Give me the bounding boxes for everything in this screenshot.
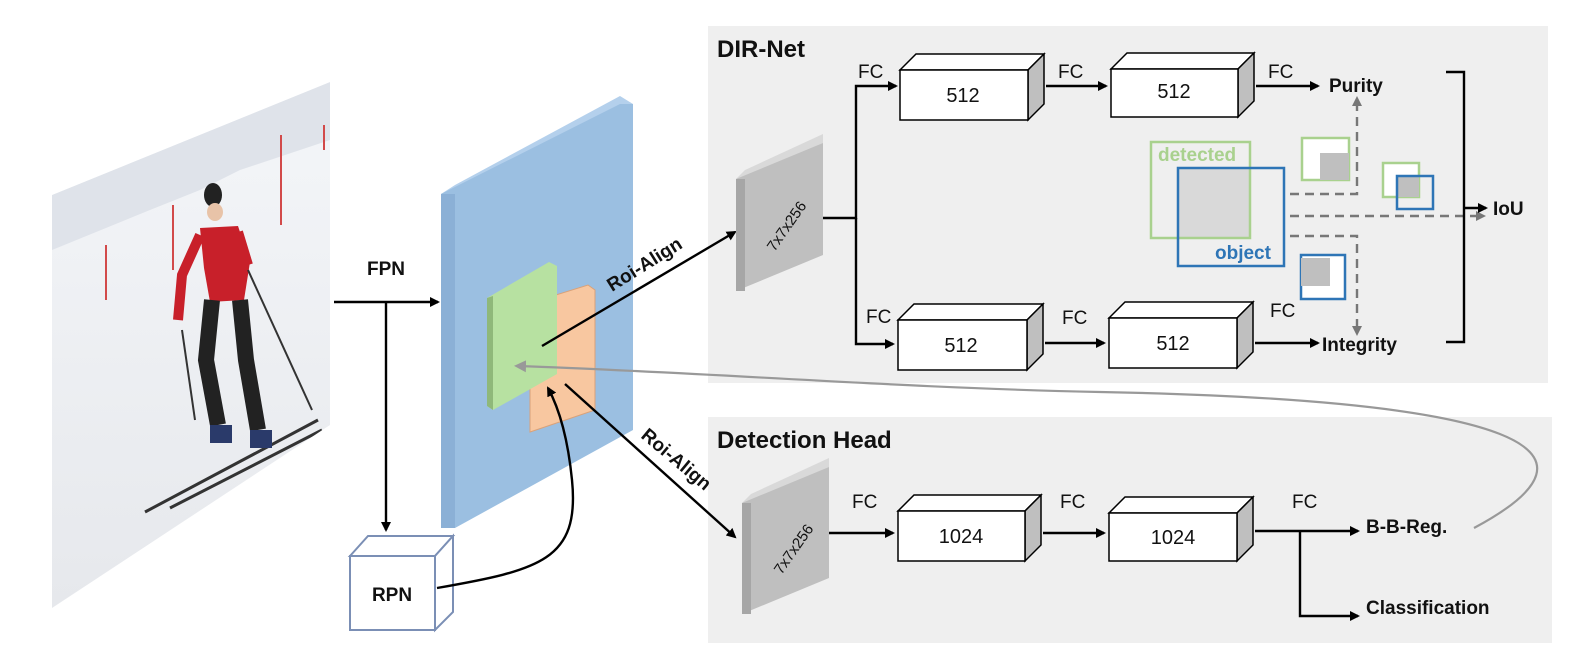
det-box-2: 1024: [1107, 495, 1255, 563]
dir-top-box-2: 512: [1109, 51, 1256, 119]
det-box-1: 1024: [896, 493, 1043, 563]
roi-green: [487, 262, 557, 410]
feature-block-bottom: 7x7x256: [742, 458, 829, 614]
fc-label-top-3: FC: [1268, 62, 1293, 83]
fc-label-det-3: FC: [1292, 492, 1317, 513]
dir-bot-box-1-label: 512: [944, 335, 977, 357]
purity-label: Purity: [1329, 76, 1383, 97]
detected-label: detected: [1158, 145, 1236, 166]
roi-align-top-arrow: [541, 230, 737, 348]
iou-illustration: detected object: [1149, 96, 1486, 336]
classification-label: Classification: [1366, 598, 1490, 619]
fc-label-top-2: FC: [1058, 62, 1083, 83]
fpn-label: FPN: [367, 259, 405, 280]
dir-bot-box-2-label: 512: [1156, 333, 1189, 355]
dir-branch-bottom-arrow: [854, 218, 895, 349]
feedback-curve: [514, 360, 1539, 529]
detection-head-title: Detection Head: [717, 427, 892, 454]
feature-block-top: 7x7x256: [736, 134, 823, 291]
dir-branch-top-arrow: [823, 81, 898, 220]
dir-net-title: DIR-Net: [717, 36, 805, 63]
bbreg-label: B-B-Reg.: [1366, 517, 1447, 538]
rpn-to-roi-arrow: [436, 386, 575, 590]
dir-bot-box-2: 512: [1107, 300, 1255, 370]
fc-label-bot-3: FC: [1270, 301, 1295, 322]
rpn-label: RPN: [372, 585, 412, 606]
fc-label-top-1: FC: [858, 62, 883, 83]
input-image: [52, 82, 330, 608]
classification-arrow: [1298, 531, 1360, 621]
iou-label: IoU: [1493, 199, 1524, 220]
detected-box: [1149, 140, 1252, 240]
rpn-block: RPN: [347, 533, 456, 633]
fc-label-det-2: FC: [1060, 492, 1085, 513]
det-box-2-label: 1024: [1151, 527, 1196, 549]
roi-align-bottom-arrow: [564, 383, 737, 539]
dir-top-box-1-label: 512: [946, 85, 979, 107]
object-box: [1176, 166, 1286, 268]
dir-bot-box-1: 512: [896, 302, 1045, 372]
integrity-label: Integrity: [1322, 335, 1397, 356]
fc-label-bot-1: FC: [866, 307, 891, 328]
fc-label-bot-2: FC: [1062, 308, 1087, 329]
fc-label-det-1: FC: [852, 492, 877, 513]
det-box-1-label: 1024: [939, 526, 984, 548]
object-label: object: [1215, 243, 1272, 264]
dir-top-box-1: 512: [898, 52, 1046, 122]
dir-top-box-2-label: 512: [1157, 81, 1190, 103]
